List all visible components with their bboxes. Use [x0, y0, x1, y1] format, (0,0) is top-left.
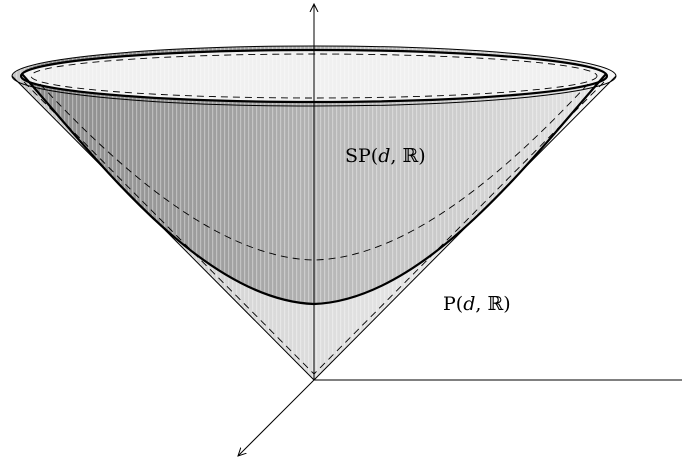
dashed-hyperbola-upper — [39, 83, 589, 261]
top-ellipse-dashed — [30, 53, 598, 99]
hyperbola-boundary — [21, 73, 607, 306]
top-ellipse-outer — [11, 45, 617, 107]
top-ellipse-boundary — [19, 48, 609, 104]
label-p: P(d, ℝ) — [443, 293, 511, 315]
label-sp: SP(d, ℝ) — [345, 145, 426, 167]
dashed-cone-right — [313, 81, 605, 375]
axis-y — [238, 379, 315, 456]
dashed-cone-left — [23, 81, 315, 375]
